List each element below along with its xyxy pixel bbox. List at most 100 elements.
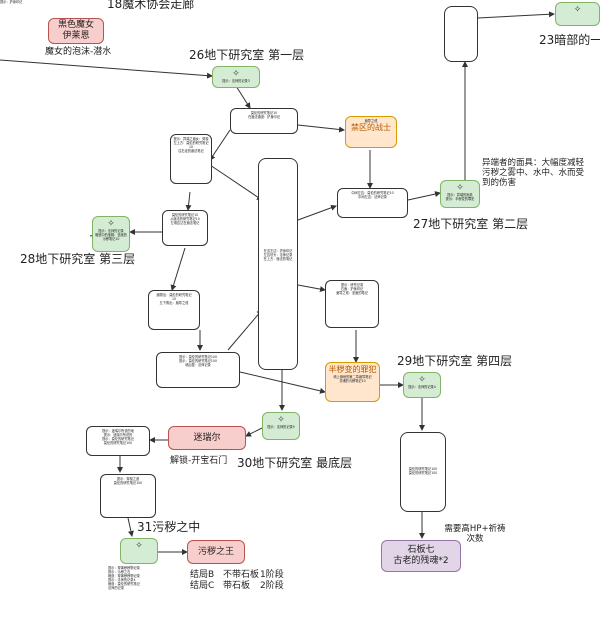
connector bbox=[297, 284, 326, 293]
filth-king-label: 污秽之王 bbox=[197, 546, 234, 557]
connector bbox=[170, 247, 186, 291]
flow-box-23-link[interactable] bbox=[444, 6, 478, 62]
hp-caption: 需要高HP+祈祷 次数 bbox=[440, 524, 510, 544]
room-node-31[interactable]: ✧ bbox=[120, 538, 158, 564]
flow-text: 提示：迷瑞尔所说的地 bbox=[102, 429, 134, 433]
flow-text: 左下角出：魔导之戒 bbox=[159, 301, 189, 305]
caption-line: 异端者的面具：大幅度减轻 bbox=[482, 158, 585, 168]
flow-text: 莫伦的研究笔记10 bbox=[171, 213, 199, 217]
ending-c-label: 结局C bbox=[190, 581, 215, 591]
room-title-27: 27地下研究室 第二层 bbox=[413, 217, 529, 231]
flow-text: 在这左边：护身印记 bbox=[263, 249, 293, 253]
caption-line: 到的伤害 bbox=[482, 178, 517, 188]
room-31-note: 法师的记录 bbox=[108, 586, 124, 590]
four-point-star-icon: ✧ bbox=[456, 183, 464, 193]
flow-text: 中间左边：法师记录 bbox=[358, 195, 387, 199]
flow-box-f5[interactable]: 中间左边：莫伦的研究笔记10 中间左边：法师记录 bbox=[337, 188, 408, 218]
flow-text: 墙后壁：法师记录 bbox=[185, 363, 211, 367]
room-31-note: 提示：污秽之石 bbox=[108, 570, 131, 574]
room-title-23: 23暗部的一 bbox=[539, 33, 600, 47]
room-node-30[interactable]: ✧ 提示：法师的记录5 bbox=[262, 412, 300, 440]
room-node-27[interactable]: ✧ 提示：异端的面具 提示：半秽变的罪犯 bbox=[440, 180, 480, 208]
flow-box-f2[interactable]: 提示：异端之魔女：穿梭 左上方：莫伦的研究笔记 10 往右走的魔法笔记 bbox=[170, 134, 212, 184]
forbidden-sub-top: 魔导之戒 bbox=[364, 119, 378, 123]
flow-text: 莫伦的研究笔记100 bbox=[408, 467, 438, 471]
flow-text: 提示：研究记录 bbox=[340, 283, 364, 287]
stage2-label: 2阶段 bbox=[260, 581, 284, 591]
flow-box-f9[interactable]: 莫伦的研究笔记100 莫伦的研究笔记100 bbox=[400, 432, 446, 512]
flow-box-f4-central[interactable]: 在这左边：护身印记 左边尽头：法师记录 在上方：魔法的笔记 bbox=[258, 158, 298, 370]
room-node-23[interactable]: ✧ bbox=[555, 2, 600, 26]
flow-box-f3[interactable]: 莫伦的研究笔记10 从魔法的研究笔记10 左墙边达在魔法笔记 bbox=[162, 210, 208, 246]
room-title-28: 28地下研究室 第三层 bbox=[20, 252, 136, 266]
room-31-note: 提示：穿离秽秽物记录 bbox=[108, 566, 140, 570]
room-node-26[interactable]: ✧ 提示：法师的记录3 bbox=[212, 66, 260, 88]
flow-text: 左墙边达在魔法笔记 bbox=[170, 221, 200, 225]
half-corrupt-box[interactable]: 半秽变的罪犯 墙上倒地的第二章魔导笔记 灵魂的污秽笔记10 bbox=[325, 362, 380, 402]
flow-text: 提示：莫伦的研究笔记100 bbox=[179, 359, 217, 363]
flow-box-f11[interactable]: 提示：穿梭之道 莫伦的研究笔记100 bbox=[100, 474, 156, 518]
room-title-18: 18魔术协会走廊 bbox=[107, 0, 195, 11]
room-30-note: 提示：法师的记录5 bbox=[267, 425, 295, 429]
room-27-note: 提示：半秽变的罪犯 bbox=[445, 197, 475, 201]
miral-label: 迷瑞尔 bbox=[193, 432, 221, 443]
connector bbox=[227, 309, 263, 351]
connector bbox=[477, 11, 555, 19]
flow-box-f7[interactable]: 提示：莫伦的研究笔记100 提示：莫伦的研究笔记100 墙后壁：法师记录 bbox=[156, 352, 240, 388]
flow-text: 魔导之戒：圣魔的笔记 bbox=[336, 291, 368, 295]
forbidden-warrior-label: 禁区的战士 bbox=[351, 123, 391, 132]
filth-king-box[interactable]: 污秽之王 bbox=[187, 540, 245, 564]
four-point-star-icon: ✧ bbox=[418, 375, 426, 385]
ending-b-label: 结局B bbox=[190, 570, 215, 580]
flow-box-f8[interactable]: 提示：研究记录 右面：护身印记 魔导之戒：圣魔的笔记 bbox=[325, 280, 379, 328]
with-slab-label: 带石板 bbox=[223, 581, 251, 591]
flow-text: 从魔法的研究笔记10 bbox=[170, 217, 200, 221]
caption-line: 次数 bbox=[466, 534, 484, 544]
caption-line: 污秽之雾中、水中、水而受 bbox=[482, 168, 585, 178]
flow-box-f10[interactable]: 提示：迷瑞尔所说的地 提示：迷瑞尔所说的 提示：莫伦的研究笔记 莫伦的研究笔记1… bbox=[86, 426, 150, 456]
flow-box-f1[interactable]: 莫伦的研究笔记10 在魔法通道：护身印记 bbox=[230, 108, 298, 134]
room-title-26: 26地下研究室 第一层 bbox=[189, 48, 305, 62]
flow-box-f6[interactable]: 魔物出：莫伦的研究笔记 10 左下角出：魔导之戒 bbox=[148, 290, 200, 330]
forbidden-warrior-box[interactable]: 魔导之戒 禁区的战士 bbox=[345, 116, 397, 148]
room-node-29[interactable]: ✧ 提示：法师的记录4 bbox=[403, 372, 441, 398]
witch-caption: 魔女的泡沫-潜水 bbox=[45, 47, 112, 57]
room-31-notes: 提示：穿离秽秽物记录 提示：污秽之石 暗道：穿离秽秽物记录 提示：法师的记录4 … bbox=[108, 566, 164, 590]
connector bbox=[297, 204, 337, 221]
room-27-note: 提示：异端的面具 bbox=[447, 193, 473, 197]
four-point-star-icon: ✧ bbox=[135, 541, 143, 551]
room-31-note: 暗道：穿离秽秽物记录 bbox=[108, 574, 140, 578]
witch-boss-box[interactable]: 黒色魔女 伊莱恩 bbox=[48, 18, 104, 44]
flow-text: 左上方：莫伦的研究笔记 bbox=[173, 141, 209, 145]
flow-text: 10 bbox=[171, 297, 177, 301]
connector bbox=[185, 191, 192, 211]
half-corrupt-label: 半秽变的罪犯 bbox=[328, 365, 377, 374]
flow-text: 右面：护身印记 bbox=[340, 287, 364, 291]
four-point-star-icon: ✧ bbox=[573, 5, 582, 15]
flow-text: 往右走的魔法笔记 bbox=[178, 149, 204, 153]
flow-text: 魔物出：莫伦的研究笔记 bbox=[156, 293, 192, 297]
connector bbox=[235, 85, 251, 109]
flow-text: 中间左边：莫伦的研究笔记10 bbox=[351, 191, 394, 195]
flow-text: 在上方：魔法的笔记 bbox=[263, 257, 293, 261]
connector bbox=[297, 124, 345, 133]
flow-text: 莫伦的研究笔记10 bbox=[250, 111, 278, 115]
connector bbox=[209, 129, 231, 161]
room-node-28[interactable]: ✧ 提示：法师的记录 暗道中的宝箱：圣魔的 污秽笔记10 bbox=[92, 216, 130, 252]
stone-slab-box[interactable]: 石板七 古老的残魂*2 bbox=[381, 540, 461, 572]
flow-text: 提示：异端之魔女：穿梭 bbox=[173, 137, 209, 141]
witch-name-line1: 黒色魔女 bbox=[57, 20, 94, 30]
flow-text: 提示：穿梭之道 bbox=[116, 477, 140, 481]
room-title-30: 30地下研究室 最底层 bbox=[237, 456, 353, 470]
miral-box[interactable]: 迷瑞尔 bbox=[168, 426, 246, 450]
caption-line: 需要高HP+祈祷 bbox=[444, 524, 506, 534]
cult-mask-caption: 异端者的面具：大幅度减轻 污秽之雾中、水中、水而受 到的伤害 bbox=[482, 158, 598, 188]
stage1-label: 1阶段 bbox=[260, 570, 284, 580]
connector bbox=[209, 164, 263, 201]
room-28-note: 暗道中的宝箱：圣魔的 bbox=[95, 233, 127, 237]
flow-text: 提示：莫伦的研究笔记100 bbox=[179, 355, 217, 359]
flow-text: 提示：迷瑞尔所说的 bbox=[103, 433, 133, 437]
room-26-note: 提示：法师的记录3 bbox=[222, 79, 250, 83]
slab-line1: 石板七 bbox=[407, 545, 435, 555]
